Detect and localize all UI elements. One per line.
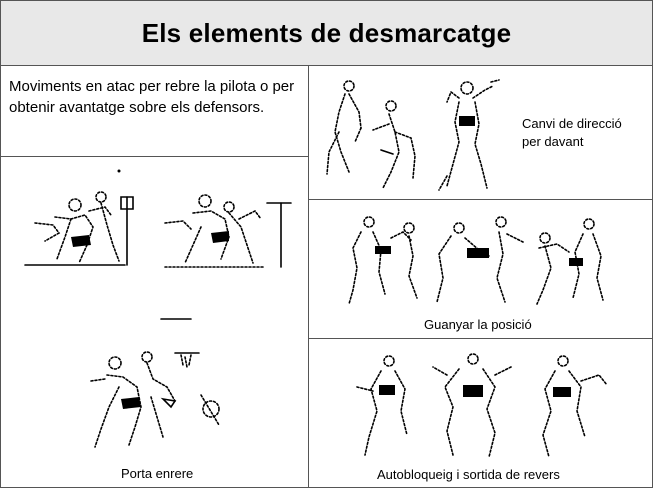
guanyar-posicio-illustration: [348, 216, 604, 305]
guanyar-posicio-cell: Guanyar la posició: [308, 199, 653, 339]
intro-cell: Moviments en atac per rebre la pilota o …: [0, 65, 309, 157]
canvi-direccio-illustration: [326, 79, 500, 191]
canvi-direccio-cell: Canvi de direcció per davant: [308, 65, 653, 200]
autobloqueig-illustration: [356, 353, 608, 458]
porta-enrere-cell: Porta enrere: [0, 156, 309, 488]
autobloqueig-caption: Autobloqueig i sortida de revers: [377, 467, 560, 482]
porta-enrere-bottom-illustration: [90, 318, 220, 448]
page-title: Els elements de desmarcatge: [141, 17, 512, 48]
title-bar: Els elements de desmarcatge: [0, 0, 653, 66]
guanyar-posicio-caption: Guanyar la posició: [424, 317, 532, 332]
canvi-direccio-caption-line2: per davant: [522, 134, 584, 149]
autobloqueig-cell: Autobloqueig i sortida de revers: [308, 338, 653, 488]
porta-enrere-caption: Porta enrere: [121, 466, 194, 481]
intro-text: Moviments en atac per rebre la pilota o …: [9, 78, 295, 116]
porta-enrere-top-illustration: [24, 169, 292, 268]
canvi-direccio-caption-line1: Canvi de direcció: [522, 116, 622, 131]
